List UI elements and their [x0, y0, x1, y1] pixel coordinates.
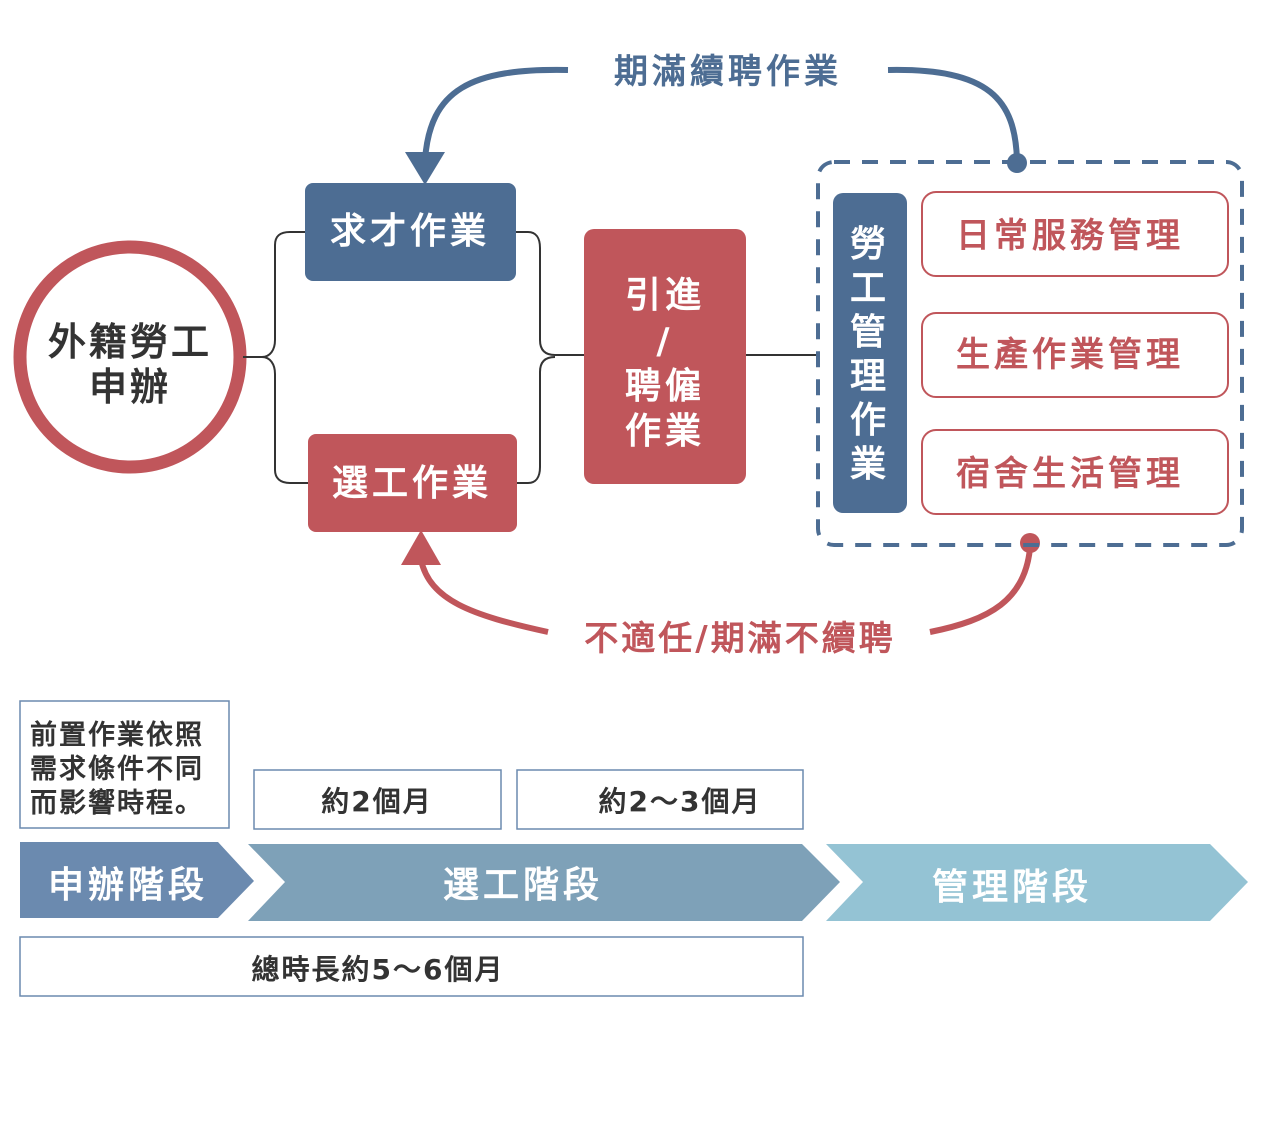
daily-service-box [921, 191, 1229, 277]
note-line-1: 前置作業依照 [30, 719, 204, 751]
duration-hire-label: 約2～3個月 [599, 785, 762, 818]
renewal-arrow-left [422, 66, 569, 161]
connectors [243, 231, 820, 484]
termination-loop: 不適任/期滿不續聘 [401, 530, 1040, 659]
renewal-arrowhead [405, 152, 445, 185]
hire-label-line4: 作業 [625, 411, 705, 452]
management-title-char-5: 作 [850, 400, 890, 441]
duration-hire: 約2～3個月 [516, 769, 804, 830]
stage-manage-shape [826, 844, 1248, 921]
termination-arrow-left [418, 559, 549, 635]
management-title-char-4: 理 [850, 356, 890, 397]
termination-arrow-right [929, 547, 1033, 635]
hire-box: 引進 / 聘僱 作業 [584, 229, 746, 484]
management-group: 勞 工 管 理 作 業 日常服務管理 生產作業管理 宿舍生活管理 [816, 160, 1244, 547]
management-title-char-3: 管 [850, 312, 890, 353]
hire-label-line1: 引進 [625, 275, 705, 316]
hire-label-line3: 聘僱 [625, 366, 705, 407]
hire-label-line2: / [656, 321, 673, 362]
select-label: 選工作業 [332, 463, 492, 504]
stage-apply-label: 申辦階段 [48, 865, 208, 906]
note-line-2: 需求條件不同 [30, 754, 204, 785]
management-dashed-border [816, 160, 1244, 547]
stage-select-label: 選工階段 [443, 865, 603, 906]
stage-manage-label: 管理階段 [932, 867, 1092, 908]
duration-select-label: 約2個月 [321, 785, 432, 818]
recruit-box: 求才作業 [305, 183, 516, 281]
recruit-label: 求才作業 [330, 211, 490, 252]
select-box: 選工作業 [308, 434, 517, 532]
dormitory-box [921, 429, 1229, 515]
management-title-bar [833, 193, 907, 513]
management-title-char-1: 勞 [850, 224, 890, 265]
daily-service-label: 日常服務管理 [956, 216, 1184, 256]
start-label-line1: 外籍勞工 [48, 320, 212, 364]
duration-select: 約2個月 [253, 769, 502, 830]
total-duration-label: 總時長約5～6個月 [252, 953, 505, 986]
management-title-char-6: 業 [850, 444, 890, 485]
production-label: 生產作業管理 [956, 335, 1184, 375]
start-label-line2: 申辦 [89, 365, 171, 409]
dormitory-label: 宿舍生活管理 [956, 454, 1184, 494]
renewal-arrow-right [887, 66, 1020, 161]
note-line-3: 而影響時程。 [30, 787, 204, 819]
start-circle: 外籍勞工 申辦 [13, 240, 247, 474]
renewal-loop: 期滿續聘作業 [405, 52, 1027, 185]
termination-arrowhead [401, 530, 441, 565]
total-duration: 總時長約5～6個月 [19, 936, 804, 997]
timeline-note: 前置作業依照 需求條件不同 而影響時程。 [19, 700, 230, 829]
stage-bar: 申辦階段 選工階段 管理階段 [20, 842, 1248, 921]
stage-apply-shape [20, 842, 254, 918]
management-title-char-2: 工 [850, 268, 890, 309]
renewal-label: 期滿續聘作業 [614, 52, 842, 92]
production-box [921, 312, 1229, 398]
termination-label: 不適任/期滿不續聘 [584, 619, 895, 659]
stage-select-shape [248, 844, 840, 921]
